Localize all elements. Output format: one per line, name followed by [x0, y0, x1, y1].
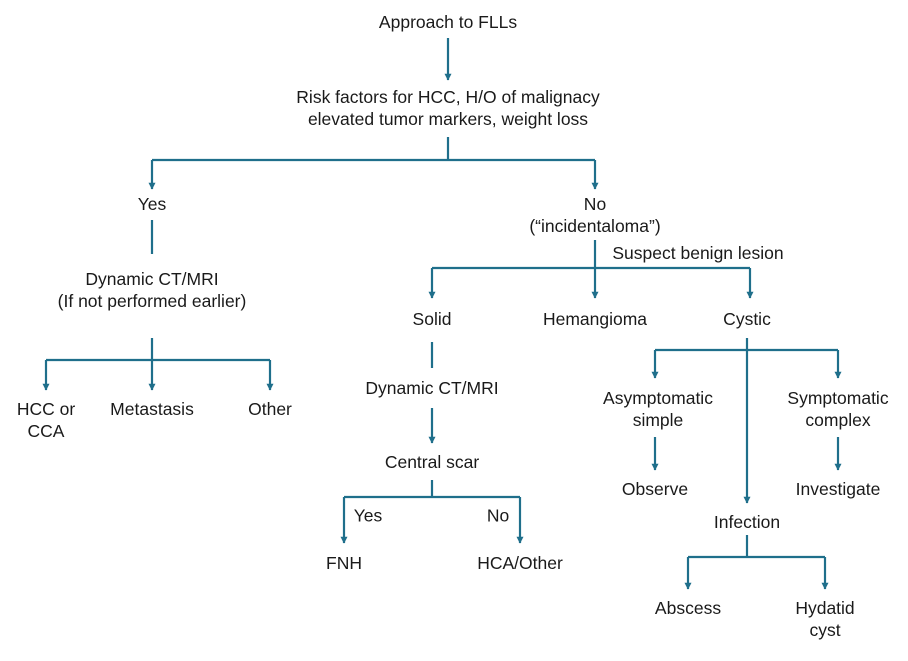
- node-line: (“incidentaloma”): [529, 216, 661, 236]
- node-line: Cystic: [723, 309, 771, 329]
- node-approach-to-flls: Approach to FLLs: [379, 11, 517, 33]
- node-line: Symptomatic: [787, 388, 889, 408]
- node-risk-factors: Risk factors for HCC, H/O of malignacy e…: [296, 86, 599, 130]
- node-line: Suspect benign lesion: [612, 243, 784, 263]
- node-fnh: FNH: [326, 552, 362, 574]
- node-dynamic-ct-mri-malignant: Dynamic CT/MRI (If not performed earlier…: [58, 268, 247, 312]
- node-line: Observe: [621, 479, 689, 499]
- node-line: Other: [248, 399, 292, 419]
- node-line: Investigate: [795, 479, 881, 499]
- node-line: Central scar: [384, 452, 480, 472]
- node-line: simple: [632, 410, 684, 430]
- node-line: (If not performed earlier): [57, 291, 247, 311]
- node-central-scar: Central scar: [385, 451, 479, 473]
- node-line: Approach to FLLs: [378, 12, 518, 32]
- node-observe: Observe: [622, 478, 688, 500]
- node-line: elevated tumor markers, weight loss: [307, 109, 589, 129]
- node-line: Solid: [412, 309, 452, 329]
- node-metastasis: Metastasis: [110, 398, 194, 420]
- node-infection: Infection: [714, 511, 780, 533]
- node-line: HCA/Other: [477, 553, 563, 573]
- node-line: cyst: [809, 620, 841, 640]
- node-line: Abscess: [654, 598, 722, 618]
- node-other: Other: [248, 398, 292, 420]
- node-line: complex: [805, 410, 871, 430]
- node-line: Dynamic CT/MRI: [365, 378, 499, 398]
- node-line: Yes: [137, 194, 167, 214]
- node-no-incidentaloma: No (“incidentaloma”): [529, 193, 660, 237]
- node-suspect-benign-lesion: Suspect benign lesion: [612, 242, 783, 264]
- node-line: Risk factors for HCC, H/O of malignacy: [296, 87, 600, 107]
- edge-label-scar-yes: Yes: [353, 505, 383, 526]
- node-line: FNH: [326, 553, 362, 573]
- node-investigate: Investigate: [796, 478, 881, 500]
- node-line: Dynamic CT/MRI: [85, 269, 219, 289]
- node-asymptomatic-simple: Asymptomatic simple: [603, 387, 713, 431]
- node-solid: Solid: [413, 308, 452, 330]
- node-line: Infection: [713, 512, 781, 532]
- node-yes: Yes: [138, 193, 167, 215]
- node-line: HCC or: [16, 399, 76, 419]
- node-hemangioma: Hemangioma: [543, 308, 647, 330]
- node-line: Hemangioma: [542, 309, 648, 329]
- node-hca-other: HCA/Other: [477, 552, 563, 574]
- edge-label-scar-no: No: [486, 505, 510, 526]
- node-line: No: [583, 194, 607, 214]
- node-hcc-or-cca: HCC or CCA: [17, 398, 75, 442]
- node-line: CCA: [27, 421, 65, 441]
- node-line: Hydatid: [795, 598, 855, 618]
- node-line: Metastasis: [110, 399, 194, 419]
- node-hydatid-cyst: Hydatid cyst: [795, 597, 854, 641]
- node-line: Asymptomatic: [603, 388, 713, 408]
- node-abscess: Abscess: [655, 597, 721, 619]
- node-dynamic-ct-mri-solid: Dynamic CT/MRI: [365, 377, 498, 399]
- node-cystic: Cystic: [723, 308, 771, 330]
- node-symptomatic-complex: Symptomatic complex: [787, 387, 888, 431]
